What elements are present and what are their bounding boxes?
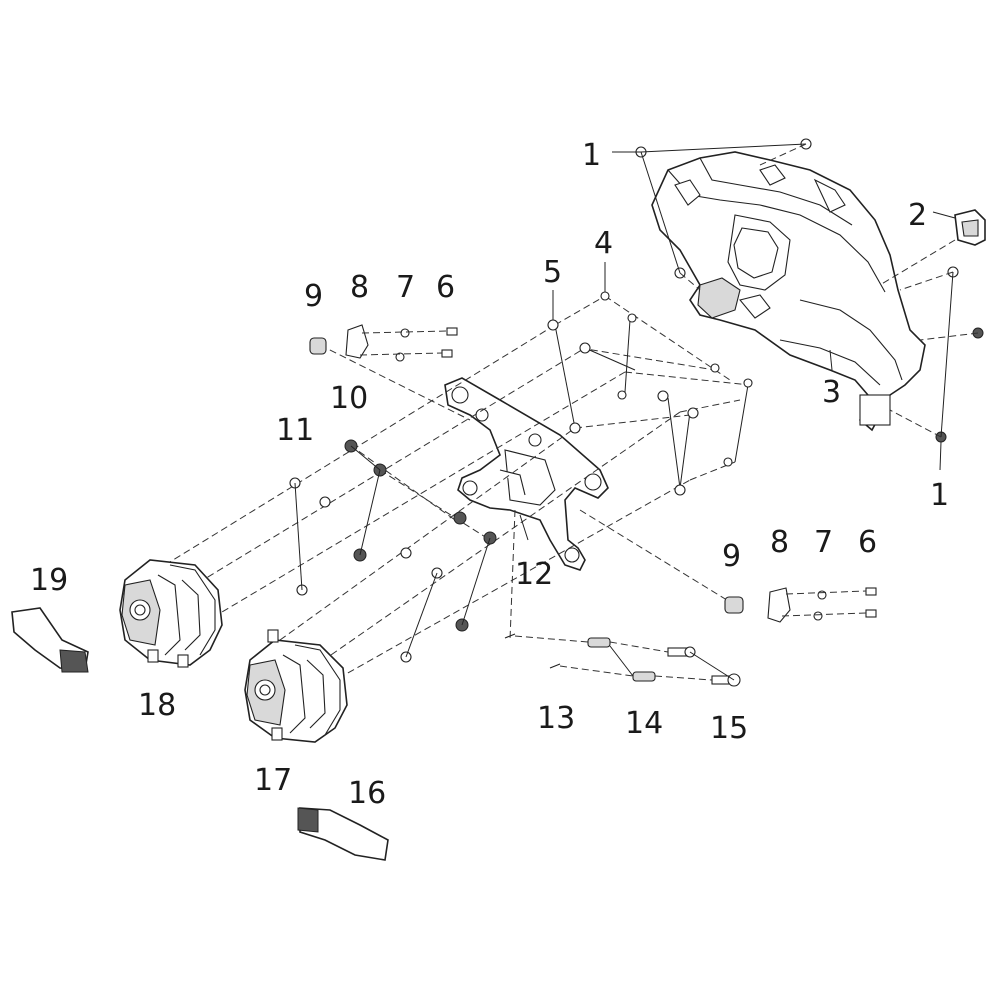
screw-part-6-left [359,327,458,358]
assembly-lines [164,295,751,701]
bracket-part-12 [444,377,609,641]
bolts-part-4 [600,291,753,467]
callout-6-left: 6 [436,270,455,305]
fog-lamp-part-18 [119,559,223,668]
screw-part-6-right [781,587,877,618]
headlight-housing-part-3 [651,151,926,432]
pin-part-13 [504,633,561,669]
spacer-part-9-right [724,596,744,614]
bracket-part-8-right [767,587,791,623]
callout-12: 12 [515,557,553,592]
callout-13: 13 [537,701,575,736]
callout-11: 11 [276,413,314,448]
callout-4: 4 [594,226,613,261]
callout-9-right: 9 [722,539,741,574]
callout-15: 15 [710,711,748,746]
callout-18: 18 [138,688,176,723]
callout-1-bottom: 1 [930,478,949,513]
callout-19: 19 [30,563,68,598]
washer-part-11 [289,477,443,663]
callout-2: 2 [908,198,927,233]
callout-leaders [519,151,956,541]
connector-part-16 [297,807,389,861]
bracket-part-8-left [345,324,369,359]
callout-labels: 1 2 3 1 4 5 6 7 8 9 10 11 12 9 8 7 6 13 … [30,138,949,811]
callout-17: 17 [254,763,292,798]
callout-1-top: 1 [582,138,601,173]
clip-part-2 [879,209,986,286]
adjust-screw-part-15 [514,635,741,687]
nut-part-7-right [813,590,827,621]
callout-5: 5 [543,255,562,290]
washers-part-5 [547,319,699,496]
fog-lamp-part-17 [244,629,348,743]
nut-part-7-left [395,328,410,362]
screw-part-1 [635,138,984,443]
callout-9-left: 9 [304,279,323,314]
callout-3: 3 [822,375,841,410]
spring-part-14 [587,637,656,682]
callout-8-right: 8 [770,525,789,560]
callout-8-left: 8 [350,270,369,305]
callout-16: 16 [348,776,386,811]
grommet-part-10 [344,439,497,632]
spacer-part-9-left [309,337,327,355]
callout-6-right: 6 [858,525,877,560]
callout-7-left: 7 [396,270,415,305]
callout-10: 10 [330,381,368,416]
connector-part-19 [11,607,89,673]
callout-14: 14 [625,706,663,741]
callout-7-right: 7 [814,525,833,560]
